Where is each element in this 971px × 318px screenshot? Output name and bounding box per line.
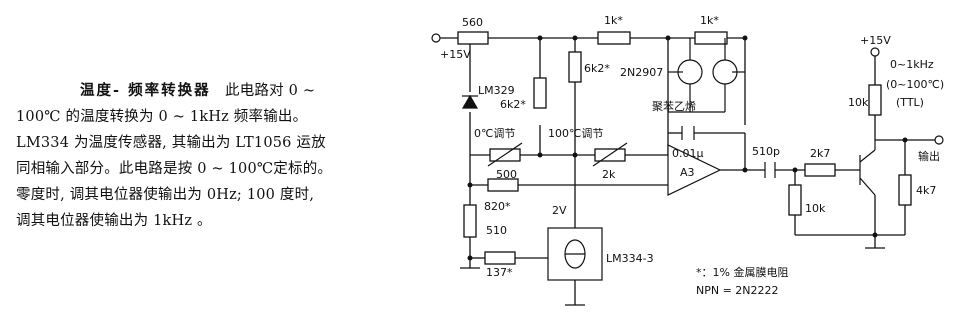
label-supply-right: +15V	[860, 34, 891, 47]
wires	[440, 37, 935, 305]
description-line-4: 同相输入部分。此电路是按 0 ~ 100℃定标的。	[16, 161, 333, 177]
resistor-820	[487, 178, 519, 192]
label-pot-2k: 2k	[602, 168, 616, 181]
junction-dots	[467, 35, 908, 261]
description-text: 温度- 频率转换器 此电路对 0 ~ 100℃ 的温度转换为 0 ~ 1kHz …	[16, 78, 426, 234]
description-line-3: LM334 为温度传感器, 其输出为 LT1056 运放	[16, 135, 326, 151]
label-output: 输出	[918, 149, 940, 163]
label-cap-001: 0.01μ	[672, 147, 704, 160]
label-ref-ic: LM329	[478, 84, 515, 97]
label-opamp: A3	[680, 166, 695, 179]
resistor-137	[484, 251, 516, 265]
label-out-range1: 0~1kHz	[890, 58, 934, 71]
label-r137: 137*	[486, 266, 513, 279]
circuit-schematic: +15V 560 1k* 1k* 6k2* 2N2907 LM329 6k2* …	[431, 14, 944, 306]
label-sensor: LM334-3	[606, 252, 654, 265]
label-r560: 560	[462, 16, 483, 29]
description-line-1: 温度- 频率转换器 此电路对 0 ~	[16, 78, 426, 104]
description-line-5: 零度时, 调其电位器使输出为 0Hz; 100 度时,	[16, 187, 315, 203]
misc-symbols	[431, 33, 944, 306]
resistor-560	[457, 31, 489, 45]
label-volt-2v: 2V	[552, 204, 567, 217]
label-r2k7: 2k7	[810, 147, 830, 160]
description-line-6: 调其电位器使输出为 1kHz 。	[16, 213, 212, 229]
resistor-1k-b	[694, 31, 728, 45]
resistor-2k7	[804, 163, 836, 177]
label-r1k-a: 1k*	[604, 14, 623, 27]
label-supply-left: +15V	[440, 48, 471, 61]
resistor-6k2-b	[533, 77, 547, 109]
label-r510: 510	[486, 224, 507, 237]
label-pot-500: 500	[496, 168, 517, 181]
note-npn: NPN = 2N2222	[696, 284, 779, 297]
label-q-pnp: 2N2907	[620, 66, 663, 79]
resistor-1k-a	[597, 31, 631, 45]
component-labels: +15V 560 1k* 1k* 6k2* 2N2907 LM329 6k2* …	[440, 14, 944, 297]
description-line-2: 100℃ 的温度转换为 0 ~ 1kHz 频率输出。	[16, 109, 308, 125]
label-out-range2: (0~100℃)	[886, 78, 944, 91]
resistor-6k2-a	[568, 51, 582, 83]
label-r10k-b: 10k	[848, 96, 869, 109]
label-adj-100c: 100℃调节	[548, 127, 603, 140]
label-polystyrene: 聚苯乙烯	[652, 99, 696, 113]
label-cap-510p: 510p	[752, 145, 780, 158]
note-precision: *：1% 金属膜电阻	[696, 265, 788, 279]
label-r6k2-b: 6k2*	[500, 98, 526, 111]
resistor-10k-a	[788, 184, 802, 216]
circuit-title: 温度- 频率转换器	[80, 82, 211, 99]
resistors	[457, 31, 912, 265]
description-line-1-rest: 此电路对 0 ~	[225, 83, 316, 99]
label-adj-0c: 0℃调节	[474, 127, 515, 140]
label-r820: 820*	[484, 200, 511, 213]
resistor-4k7	[898, 174, 912, 206]
resistor-10k-b	[868, 84, 882, 116]
label-r6k2-a: 6k2*	[584, 62, 610, 75]
label-r4k7: 4k7	[916, 184, 936, 197]
label-r10k-a: 10k	[805, 202, 826, 215]
label-r1k-b: 1k*	[700, 14, 719, 27]
resistor-510	[463, 204, 477, 238]
label-out-ttl: (TTL)	[896, 96, 924, 109]
